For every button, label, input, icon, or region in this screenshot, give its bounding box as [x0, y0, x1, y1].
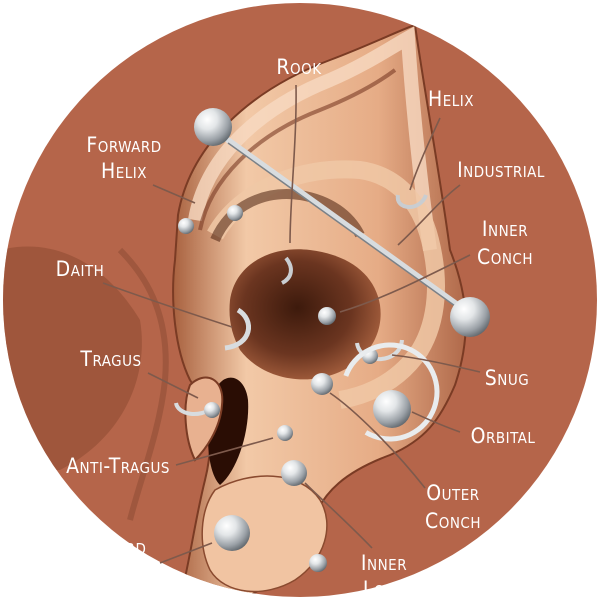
label-daith: Daith	[56, 257, 105, 281]
label-inner-conch-line1: Inner	[482, 217, 528, 241]
anti-tragus-stud	[277, 425, 293, 441]
label-inner-lobe-line2: Lo	[363, 577, 385, 600]
label-standard-lobe-partial: rd	[126, 535, 147, 559]
standard-lobe-stud	[214, 515, 250, 551]
label-tragus: Tragus	[79, 347, 141, 371]
label-forward-helix-line2: Helix	[101, 159, 147, 183]
label-forward-helix-line1: Forward	[86, 133, 161, 157]
label-orbital: Orbital	[471, 424, 536, 448]
label-outer-conch-line1: Outer	[426, 481, 479, 505]
outer-conch-stud	[311, 373, 333, 395]
industrial-ball-bottom	[450, 297, 490, 337]
label-inner-lobe-line1: Inner	[361, 551, 407, 575]
forward-helix-stud-2	[227, 205, 243, 221]
inner-lobe-stud	[281, 460, 307, 486]
label-inner-conch-line2: Conch	[477, 245, 533, 269]
label-anti-tragus: Anti-Tragus	[66, 454, 170, 478]
label-industrial: Industrial	[457, 158, 545, 182]
tragus-stud	[204, 402, 220, 418]
forward-helix-stud-1	[178, 218, 194, 234]
lower-lobe-stud	[309, 554, 327, 572]
label-snug: Snug	[485, 366, 529, 390]
label-helix: Helix	[428, 87, 474, 111]
inner-conch-stud	[318, 307, 336, 325]
industrial-ball-top	[194, 108, 232, 146]
label-outer-conch-line2: Conch	[425, 509, 481, 533]
label-rook: Rook	[276, 55, 322, 79]
orbital-ball	[373, 390, 411, 428]
